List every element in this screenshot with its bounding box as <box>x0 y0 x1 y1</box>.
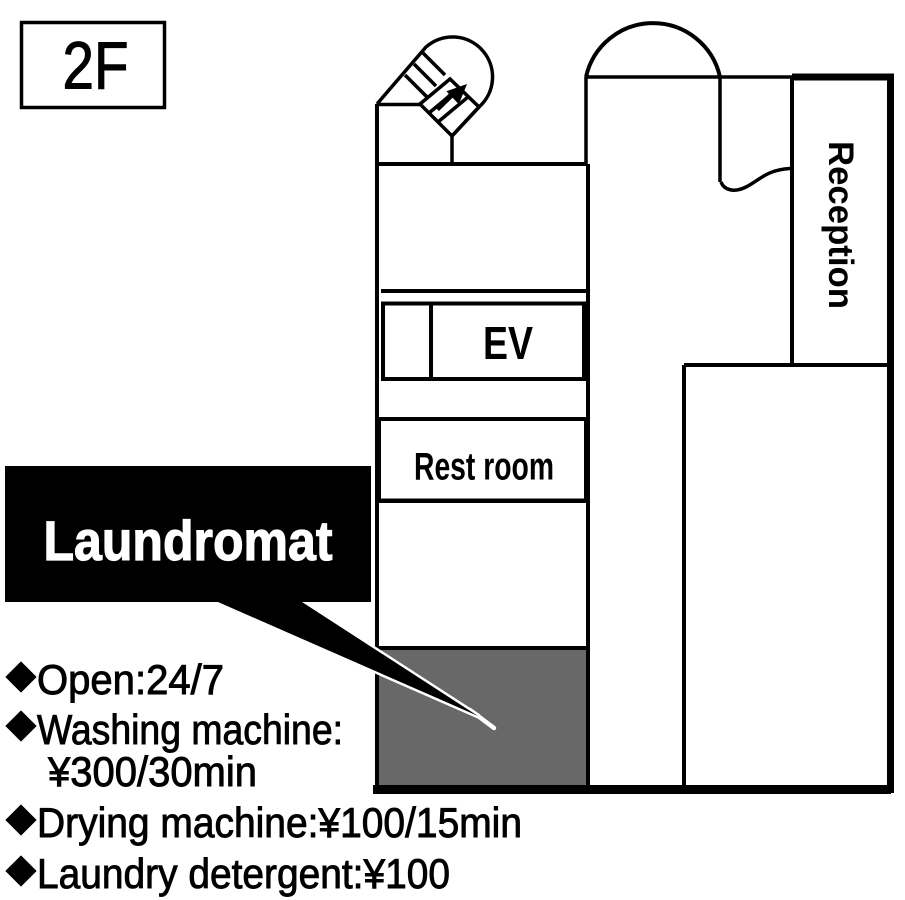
svg-text:Open:24/7: Open:24/7 <box>37 656 224 703</box>
svg-text:Washing machine:: Washing machine: <box>37 706 343 753</box>
svg-text:Laundromat: Laundromat <box>44 509 333 572</box>
svg-text:¥300/30min: ¥300/30min <box>47 748 257 795</box>
svg-text:2F: 2F <box>63 29 129 104</box>
svg-text:Rest room: Rest room <box>414 446 554 489</box>
svg-text:Reception: Reception <box>821 141 860 309</box>
svg-text:EV: EV <box>483 317 533 369</box>
svg-text:Drying machine:¥100/15min: Drying machine:¥100/15min <box>37 799 522 846</box>
svg-text:Laundry detergent:¥100: Laundry detergent:¥100 <box>37 850 450 897</box>
